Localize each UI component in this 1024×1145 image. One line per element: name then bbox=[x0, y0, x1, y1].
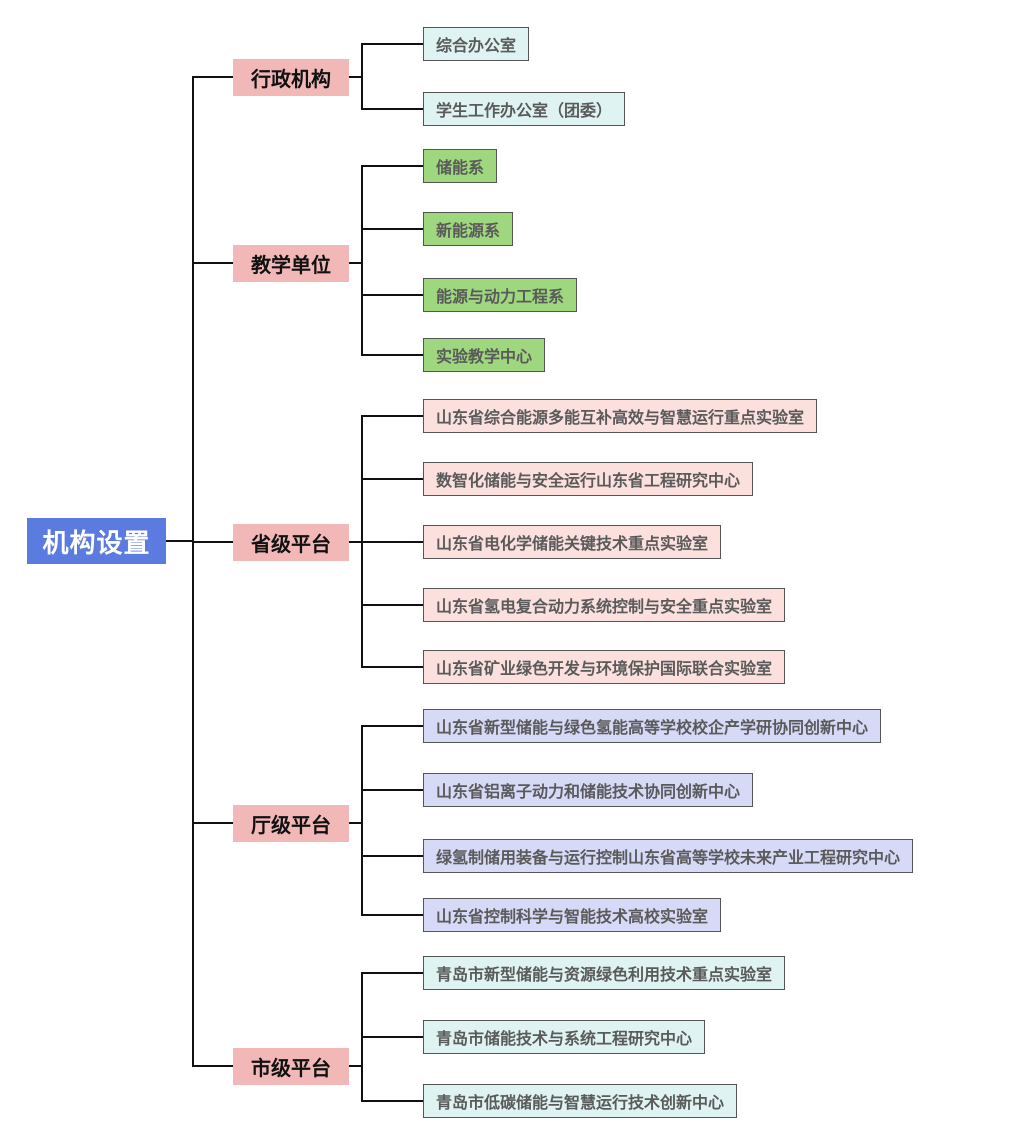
leaf-connector bbox=[362, 43, 423, 45]
leaf-connector bbox=[362, 294, 423, 296]
leaf-node: 青岛市新型储能与资源绿色利用技术重点实验室 bbox=[423, 956, 786, 990]
category-label: 市级平台 bbox=[251, 1056, 331, 1080]
leaf-label: 山东省铝离子动力和储能技术协同创新中心 bbox=[436, 782, 741, 801]
leaf-connector bbox=[362, 604, 423, 606]
trunk-line bbox=[192, 76, 194, 1067]
leaf-node: 储能系 bbox=[423, 149, 498, 183]
category-label: 行政机构 bbox=[251, 67, 331, 91]
leaf-node: 学生工作办公室（团委） bbox=[423, 92, 626, 126]
leaf-connector bbox=[362, 478, 423, 480]
leaf-connector bbox=[362, 789, 423, 791]
root-node: 机构设置 bbox=[27, 518, 166, 564]
leaf-label: 新能源系 bbox=[436, 221, 501, 240]
leaf-label: 青岛市储能技术与系统工程研究中心 bbox=[436, 1029, 693, 1048]
leaf-node: 山东省电化学储能关键技术重点实验室 bbox=[423, 525, 722, 559]
leaf-node: 综合办公室 bbox=[423, 27, 530, 61]
category-connector bbox=[193, 76, 233, 78]
branch-line bbox=[361, 43, 363, 110]
leaf-label: 学生工作办公室（团委） bbox=[436, 101, 613, 120]
leaf-node: 山东省氢电复合动力系统控制与安全重点实验室 bbox=[423, 588, 786, 622]
category-node: 教学单位 bbox=[233, 245, 349, 282]
branch-connector bbox=[349, 262, 363, 264]
leaf-node: 能源与动力工程系 bbox=[423, 278, 578, 312]
leaf-connector bbox=[362, 165, 423, 167]
branch-line bbox=[361, 725, 363, 916]
leaf-label: 储能系 bbox=[436, 158, 485, 177]
branch-line bbox=[361, 165, 363, 356]
branch-connector bbox=[349, 76, 363, 78]
leaf-connector bbox=[362, 914, 423, 916]
leaf-connector bbox=[362, 725, 423, 727]
branch-connector bbox=[349, 1065, 363, 1067]
branch-connector bbox=[349, 822, 363, 824]
leaf-connector bbox=[362, 108, 423, 110]
category-node: 省级平台 bbox=[233, 524, 349, 561]
category-node: 市级平台 bbox=[233, 1048, 349, 1085]
leaf-node: 山东省矿业绿色开发与环境保护国际联合实验室 bbox=[423, 650, 786, 684]
leaf-node: 青岛市低碳储能与智慧运行技术创新中心 bbox=[423, 1084, 738, 1118]
leaf-label: 山东省电化学储能关键技术重点实验室 bbox=[436, 534, 709, 553]
root-label: 机构设置 bbox=[42, 528, 151, 559]
category-label: 省级平台 bbox=[251, 532, 331, 556]
category-connector bbox=[193, 1065, 233, 1067]
category-label: 教学单位 bbox=[251, 253, 331, 277]
leaf-connector bbox=[362, 855, 423, 857]
leaf-connector bbox=[362, 415, 423, 417]
category-connector bbox=[193, 822, 233, 824]
leaf-connector bbox=[362, 354, 423, 356]
leaf-label: 青岛市新型储能与资源绿色利用技术重点实验室 bbox=[436, 965, 773, 984]
leaf-node: 实验教学中心 bbox=[423, 338, 546, 372]
leaf-connector bbox=[362, 666, 423, 668]
category-node: 厅级平台 bbox=[233, 805, 349, 842]
leaf-connector bbox=[362, 541, 423, 543]
leaf-label: 青岛市低碳储能与智慧运行技术创新中心 bbox=[436, 1093, 725, 1112]
leaf-node: 青岛市储能技术与系统工程研究中心 bbox=[423, 1020, 706, 1054]
leaf-connector bbox=[362, 1100, 423, 1102]
leaf-connector bbox=[362, 972, 423, 974]
leaf-label: 能源与动力工程系 bbox=[436, 287, 565, 306]
category-connector bbox=[193, 541, 233, 543]
leaf-node: 山东省新型储能与绿色氢能高等学校校企产学研协同创新中心 bbox=[423, 709, 882, 743]
leaf-node: 新能源系 bbox=[423, 212, 514, 246]
leaf-connector bbox=[362, 1036, 423, 1038]
leaf-label: 山东省氢电复合动力系统控制与安全重点实验室 bbox=[436, 597, 773, 616]
leaf-label: 山东省新型储能与绿色氢能高等学校校企产学研协同创新中心 bbox=[436, 718, 869, 737]
leaf-connector bbox=[362, 228, 423, 230]
leaf-label: 实验教学中心 bbox=[436, 347, 533, 366]
leaf-label: 山东省控制科学与智能技术高校实验室 bbox=[436, 907, 709, 926]
leaf-node: 数智化储能与安全运行山东省工程研究中心 bbox=[423, 462, 754, 496]
leaf-label: 数智化储能与安全运行山东省工程研究中心 bbox=[436, 471, 741, 490]
leaf-node: 山东省铝离子动力和储能技术协同创新中心 bbox=[423, 773, 754, 807]
leaf-node: 山东省综合能源多能互补高效与智慧运行重点实验室 bbox=[423, 399, 818, 433]
root-connector bbox=[166, 540, 193, 542]
leaf-node: 绿氢制储用装备与运行控制山东省高等学校未来产业工程研究中心 bbox=[423, 839, 914, 873]
category-node: 行政机构 bbox=[233, 59, 349, 96]
leaf-label: 绿氢制储用装备与运行控制山东省高等学校未来产业工程研究中心 bbox=[436, 848, 901, 867]
category-connector bbox=[193, 262, 233, 264]
branch-connector bbox=[349, 541, 363, 543]
category-label: 厅级平台 bbox=[251, 813, 331, 837]
leaf-node: 山东省控制科学与智能技术高校实验室 bbox=[423, 898, 722, 932]
leaf-label: 综合办公室 bbox=[436, 36, 517, 55]
leaf-label: 山东省综合能源多能互补高效与智慧运行重点实验室 bbox=[436, 408, 805, 427]
leaf-label: 山东省矿业绿色开发与环境保护国际联合实验室 bbox=[436, 659, 773, 678]
